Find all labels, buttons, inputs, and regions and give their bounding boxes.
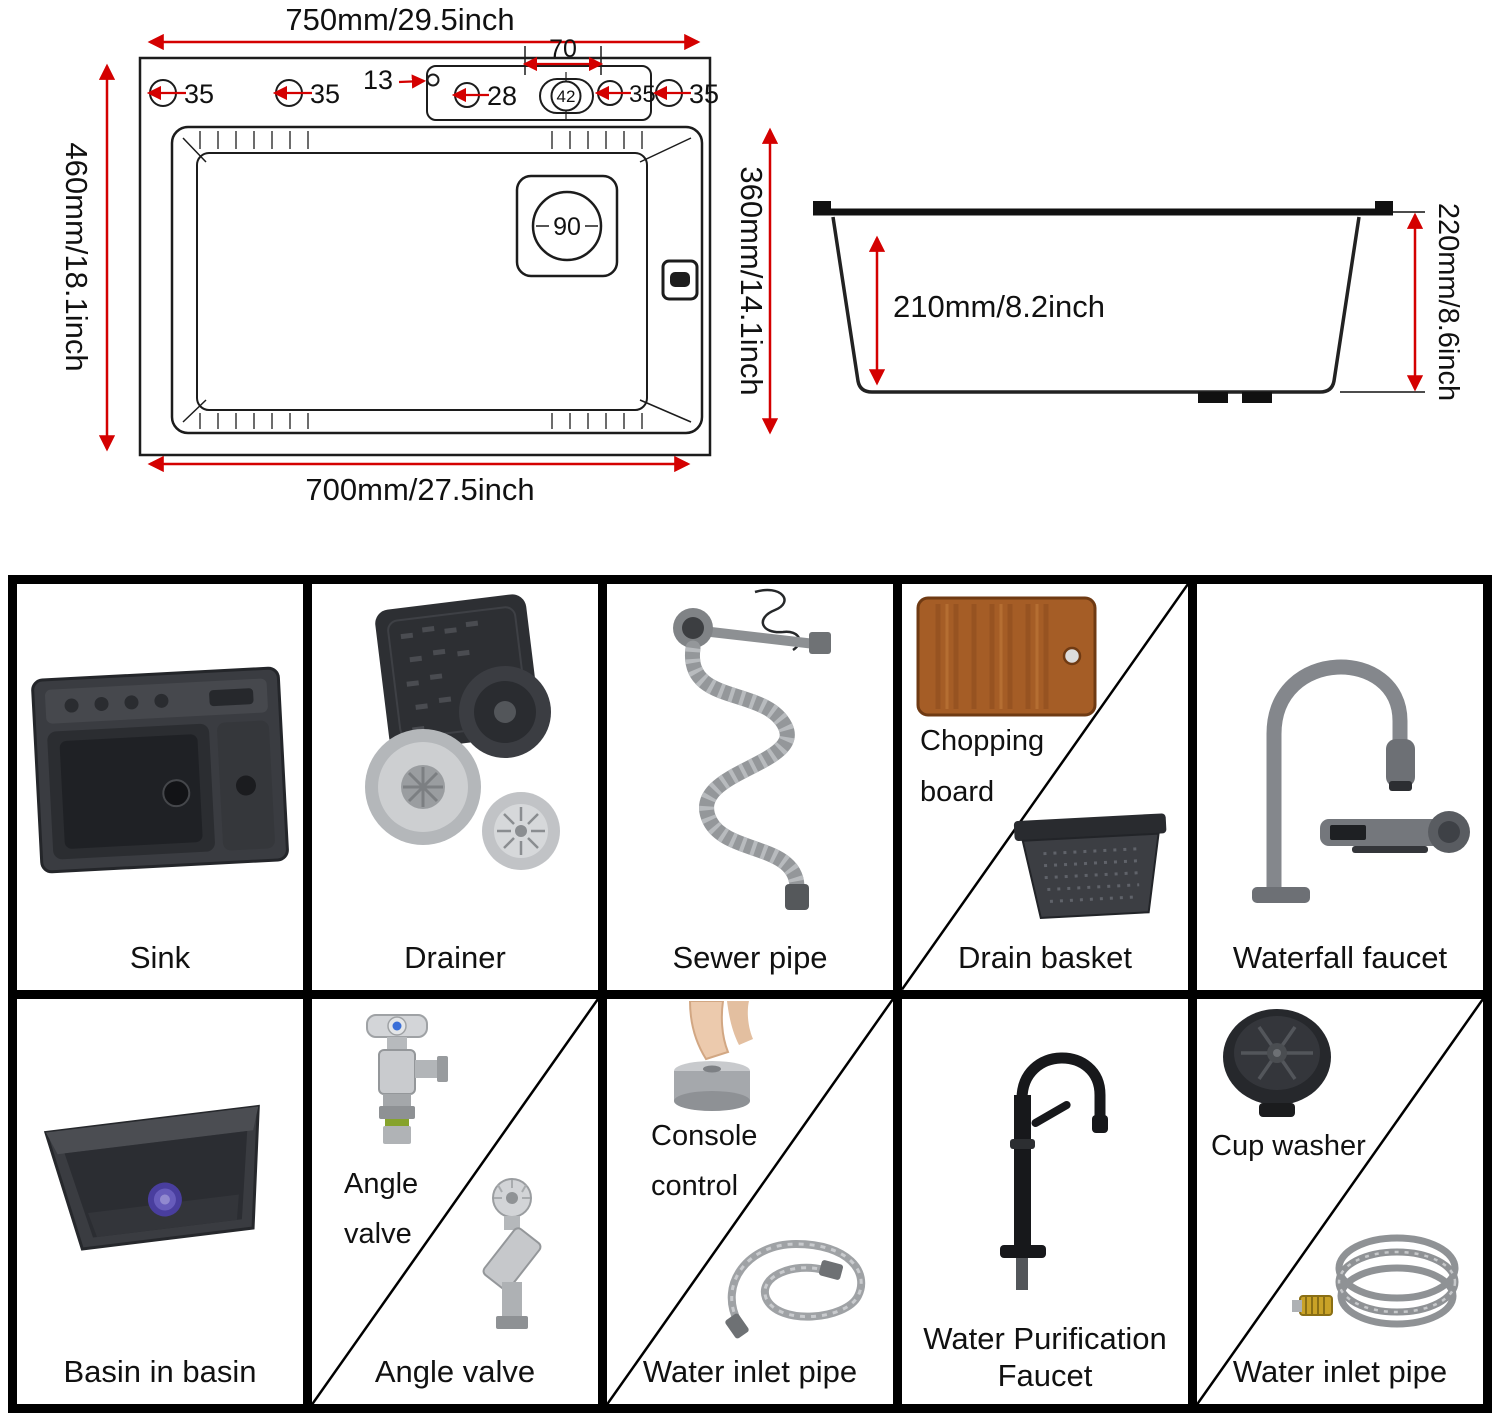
part-label-basin-in-basin: Basin in basin bbox=[63, 1354, 257, 1389]
grid-cell-console-water-inlet: Console control Water inlet pipe bbox=[607, 998, 893, 1405]
console-control-photo bbox=[674, 1000, 753, 1111]
part-label-drainer: Drainer bbox=[404, 939, 506, 975]
dim-top-width-label: 750mm/29.5inch bbox=[285, 2, 514, 37]
console-control-label: Console control bbox=[651, 1119, 758, 1203]
water-inlet-pipe-2-photo bbox=[1292, 1234, 1459, 1328]
chopping-board-label: Chopping board bbox=[920, 725, 1045, 808]
svg-text:13: 13 bbox=[363, 65, 393, 95]
svg-text:28: 28 bbox=[487, 81, 517, 111]
drainer-photo bbox=[365, 594, 560, 870]
hole-dimension-arrows bbox=[146, 56, 691, 103]
sink-profile bbox=[813, 201, 1425, 403]
diagonal-divider bbox=[1197, 999, 1483, 1405]
sink-outer-outline bbox=[138, 56, 712, 457]
svg-text:35: 35 bbox=[310, 79, 340, 109]
grid-cell-sink: Sink bbox=[17, 584, 303, 990]
angle-valve-photo-2 bbox=[482, 1178, 542, 1329]
grid-cell-drainer: Drainer bbox=[312, 584, 598, 990]
dim-bottom-width-label: 700mm/27.5inch bbox=[305, 472, 534, 507]
dim-right-height-label: 360mm/14.1inch bbox=[734, 166, 769, 395]
sink-photo bbox=[31, 666, 289, 874]
svg-text:42: 42 bbox=[557, 87, 576, 106]
drain-diameter-label: 90 bbox=[553, 213, 581, 241]
dim-outer-height-label: 220mm/8.6inch bbox=[1432, 203, 1460, 401]
part-label-drain-basket: Drain basket bbox=[957, 939, 1133, 975]
sink-handle bbox=[661, 259, 699, 301]
svg-text:70: 70 bbox=[549, 35, 577, 63]
rim-groove-hatching bbox=[199, 131, 643, 429]
drain-outline bbox=[515, 174, 619, 278]
basin-outline bbox=[170, 125, 704, 435]
diagonal-divider bbox=[902, 584, 1188, 990]
sewer-pipe-photo bbox=[673, 588, 831, 910]
water-inlet-pipe-photo bbox=[725, 1239, 866, 1339]
drain-basket-photo bbox=[1013, 812, 1167, 919]
basin-in-basin-photo bbox=[43, 1104, 260, 1251]
svg-text:35: 35 bbox=[689, 79, 719, 109]
part-label-water-inlet-pipe-2: Water inlet pipe bbox=[1232, 1354, 1448, 1389]
part-label-sink: Sink bbox=[129, 939, 191, 975]
water-purification-faucet-photo bbox=[1000, 1052, 1108, 1290]
dim-inner-depth-label: 210mm/8.2inch bbox=[893, 289, 1105, 324]
sink-sideview-diagram: 210mm/8.2inch 220mm/8.6inch bbox=[813, 201, 1460, 403]
sink-topview-diagram: 750mm/29.5inch 35 bbox=[59, 2, 779, 507]
included-parts-grid: Sink bbox=[8, 575, 1492, 1413]
angle-valve-photo-1 bbox=[366, 1013, 448, 1144]
chopping-board-photo bbox=[916, 596, 1097, 717]
dim-left-height-label: 460mm/18.1inch bbox=[59, 142, 94, 371]
svg-text:35: 35 bbox=[629, 81, 656, 108]
part-label-water-inlet-pipe: Water inlet pipe bbox=[642, 1354, 858, 1389]
part-label-angle-valve: Angle valve bbox=[374, 1354, 536, 1389]
cup-washer-label: Cup washer bbox=[1211, 1129, 1366, 1162]
part-label-purification-faucet: Water Purification Faucet bbox=[923, 1320, 1167, 1393]
part-label-waterfall-faucet: Waterfall faucet bbox=[1232, 939, 1448, 975]
grid-cell-purification-faucet: Water Purification Faucet bbox=[902, 998, 1188, 1404]
hole-diameter-labels: 35 35 13 28 70 42 35 35 bbox=[184, 35, 719, 111]
part-label-sewer-pipe: Sewer pipe bbox=[672, 939, 828, 975]
grid-cell-sewer-pipe: Sewer pipe bbox=[607, 584, 893, 990]
grid-cell-angle-valve: Angle valve Angle valve bbox=[312, 998, 598, 1405]
waterfall-faucet-photo bbox=[1252, 659, 1470, 903]
diagonal-divider bbox=[312, 999, 598, 1405]
diagonal-divider bbox=[607, 999, 893, 1405]
grid-cell-chopping-drain-basket: Chopping board Drain basket bbox=[902, 584, 1188, 990]
angle-valve-label-left: Angle valve bbox=[344, 1167, 419, 1251]
grid-cell-basin-in-basin: Basin in basin bbox=[17, 998, 303, 1404]
cup-washer-photo bbox=[1223, 1008, 1331, 1117]
grid-cell-cup-washer-water-inlet: Cup washer Water inlet pipe bbox=[1197, 998, 1483, 1405]
grid-cell-waterfall-faucet: Waterfall faucet bbox=[1197, 584, 1483, 990]
svg-text:35: 35 bbox=[184, 79, 214, 109]
